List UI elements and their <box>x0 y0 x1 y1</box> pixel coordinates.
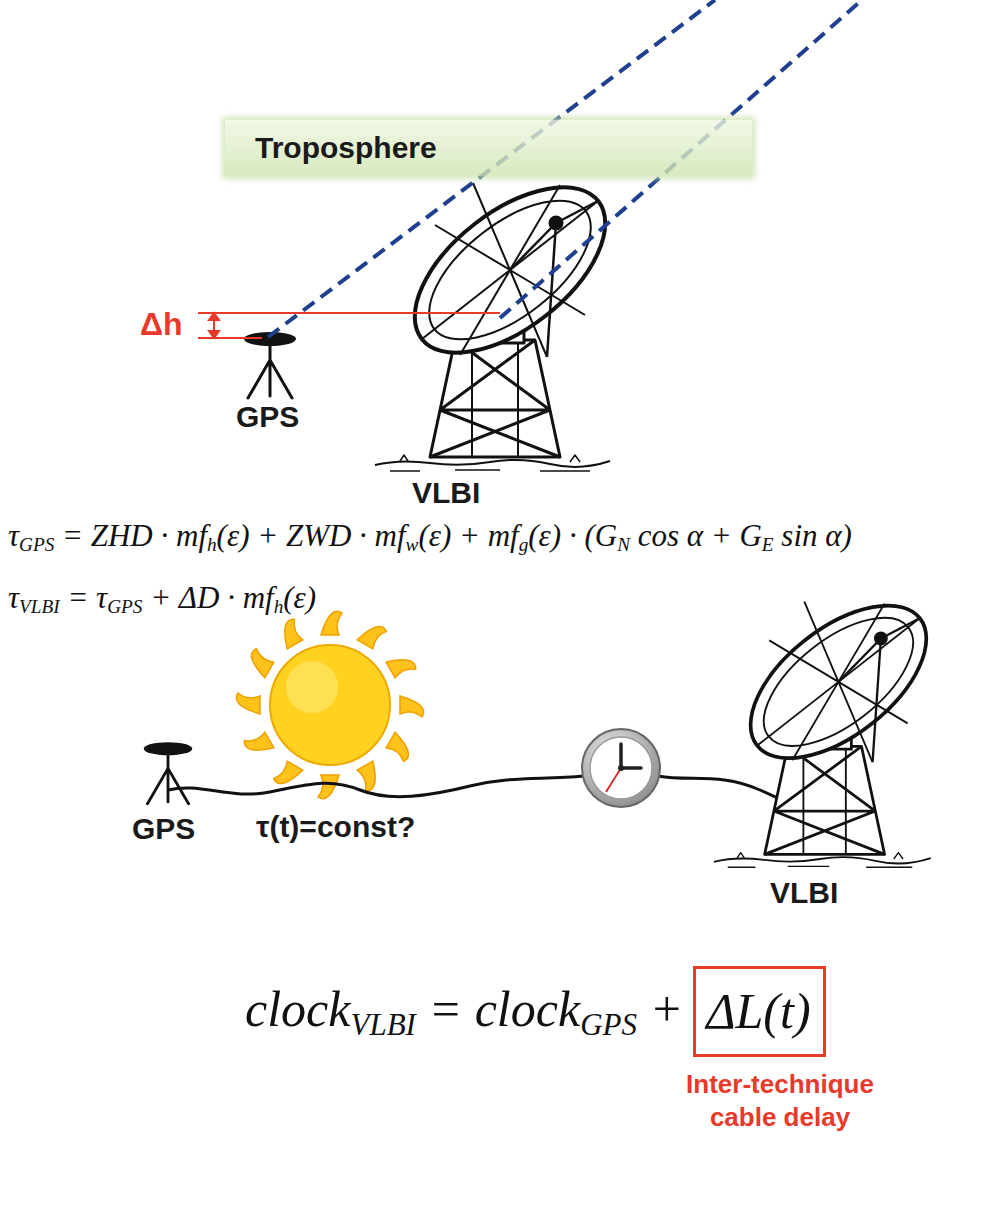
equation-term: = τ <box>60 580 108 615</box>
equation-term: + <box>637 981 683 1037</box>
equation-term: cos α + G <box>630 518 762 553</box>
subscript: h <box>207 534 217 555</box>
equation-term: clock <box>245 981 350 1037</box>
vlbi-dish <box>714 576 953 867</box>
subscript: h <box>274 596 284 617</box>
subscript: w <box>406 534 419 555</box>
part-label: τ(t)=const? <box>256 810 415 844</box>
equation-term: = clock <box>416 981 580 1037</box>
subscript: E <box>762 534 774 555</box>
equation-term: = ZHD · mf <box>54 518 207 553</box>
part-label: VLBI <box>770 876 838 910</box>
subscript: GPS <box>580 1007 637 1042</box>
subscript: VLBI <box>19 596 60 617</box>
equation-term: sin α) <box>774 518 852 553</box>
equation: τVLBI = τGPS + ΔD · mfh(ε) <box>8 580 316 618</box>
dimension-label: Δh <box>140 306 183 343</box>
gps-antenna <box>244 332 296 398</box>
equation-term: (ε) <box>283 580 316 615</box>
equation: clockVLBI = clockGPS + <box>245 980 683 1043</box>
subscript: GPS <box>107 596 142 617</box>
equation-term: (ε) + mf <box>418 518 518 553</box>
sun <box>236 611 423 798</box>
equation-term: ΔL(t) <box>706 983 810 1039</box>
equation-term: + ΔD · mf <box>142 580 273 615</box>
equation-term: (ε) + ZWD · mf <box>217 518 406 553</box>
equation-term: τ <box>8 518 19 553</box>
cable <box>168 776 584 797</box>
band-label: Troposphere <box>255 131 437 165</box>
subscript: N <box>617 534 630 555</box>
part-label: VLBI <box>412 476 480 510</box>
highlight-box: ΔL(t) <box>693 966 825 1058</box>
part-label: GPS <box>132 812 195 846</box>
equation: τGPS = ZHD · mfh(ε) + ZWD · mfw(ε) + mfg… <box>8 518 852 556</box>
annotation: Inter-technique cable delay <box>660 1068 900 1133</box>
height-difference-marker <box>198 313 500 338</box>
gps-antenna <box>144 742 193 804</box>
subscript: GPS <box>19 534 54 555</box>
equation-term: τ <box>8 580 19 615</box>
equation-term: (ε) · (G <box>528 518 617 553</box>
clock <box>582 729 660 807</box>
part-label: GPS <box>236 400 299 434</box>
subscript: g <box>519 534 529 555</box>
troposphere-band: Troposphere <box>225 120 752 176</box>
subscript: VLBI <box>350 1007 415 1042</box>
